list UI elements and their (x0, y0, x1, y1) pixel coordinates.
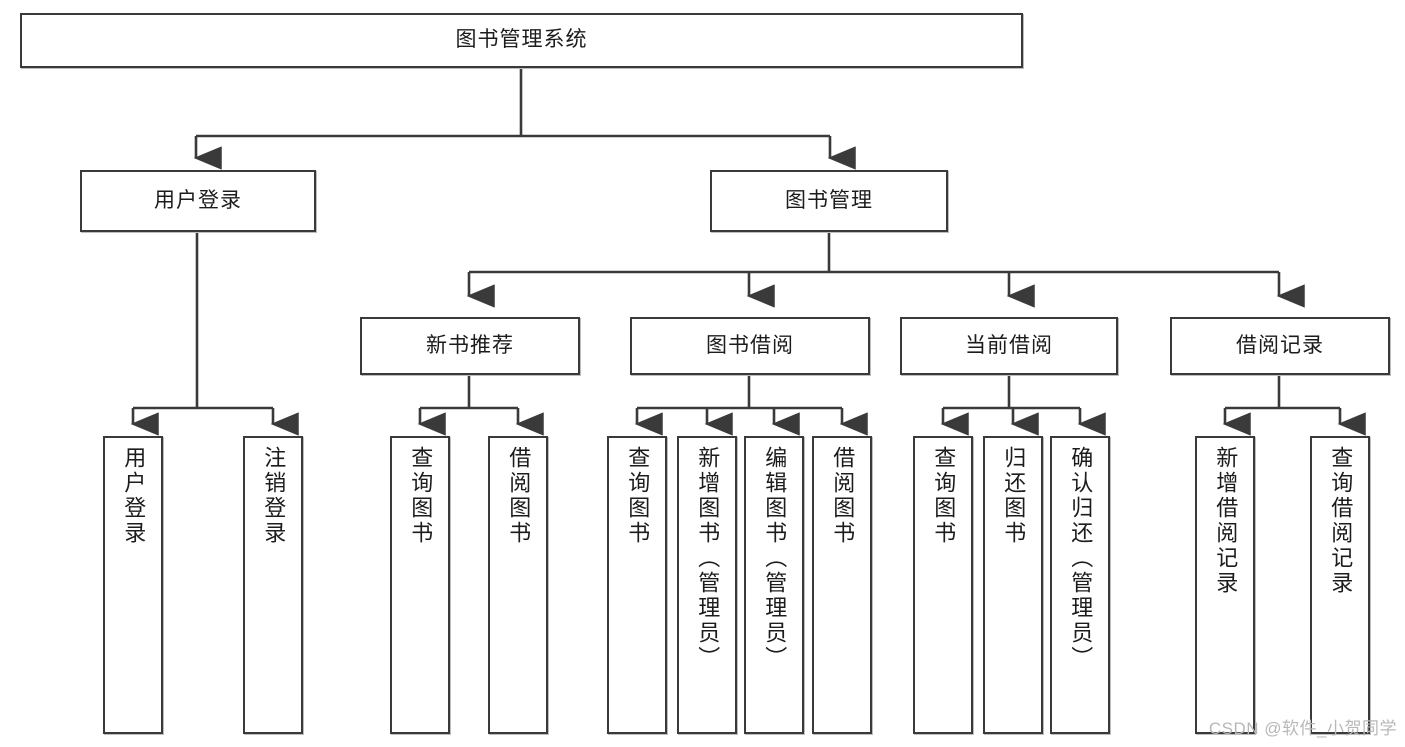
node-new-book-recommend[interactable]: 新书推荐 (360, 317, 580, 375)
node-leaf-query-books-current[interactable]: 查询图书 (913, 436, 973, 734)
node-leaf-add-book-admin-label: 新增图书（管理员） (695, 446, 721, 671)
node-leaf-edit-book-admin[interactable]: 编辑图书（管理员） (744, 436, 804, 734)
node-leaf-query-books-borrow-label: 查询图书 (625, 446, 651, 546)
node-leaf-add-borrow-record[interactable]: 新增借阅记录 (1195, 436, 1255, 734)
node-leaf-logout[interactable]: 注销登录 (243, 436, 303, 734)
node-leaf-borrow-books-new[interactable]: 借阅图书 (488, 436, 548, 734)
node-leaf-add-borrow-record-label: 新增借阅记录 (1213, 446, 1239, 596)
node-borrow-records[interactable]: 借阅记录 (1170, 317, 1390, 375)
node-root-label: 图书管理系统 (455, 28, 588, 52)
node-leaf-user-login[interactable]: 用户登录 (103, 436, 163, 734)
node-leaf-query-borrow-record[interactable]: 查询借阅记录 (1310, 436, 1370, 734)
node-leaf-add-book-admin[interactable]: 新增图书（管理员） (677, 436, 737, 734)
node-leaf-confirm-return-admin[interactable]: 确认归还（管理员） (1050, 436, 1110, 734)
node-leaf-query-books-new-label: 查询图书 (408, 446, 434, 546)
node-leaf-return-books-label: 归还图书 (1001, 446, 1027, 546)
node-leaf-borrow-books[interactable]: 借阅图书 (812, 436, 872, 734)
node-leaf-logout-label: 注销登录 (261, 446, 287, 546)
node-book-borrow-label: 图书借阅 (706, 333, 794, 357)
node-current-borrow-label: 当前借阅 (965, 333, 1053, 357)
node-new-book-recommend-label: 新书推荐 (426, 333, 514, 357)
node-leaf-confirm-return-admin-label: 确认归还（管理员） (1068, 446, 1094, 671)
node-leaf-query-borrow-record-label: 查询借阅记录 (1328, 446, 1354, 596)
node-book-borrow[interactable]: 图书借阅 (630, 317, 870, 375)
node-book-management[interactable]: 图书管理 (710, 170, 948, 232)
node-user-login-label: 用户登录 (154, 188, 242, 212)
node-book-management-label: 图书管理 (785, 188, 873, 212)
node-leaf-edit-book-admin-label: 编辑图书（管理员） (762, 446, 788, 671)
node-current-borrow[interactable]: 当前借阅 (900, 317, 1118, 375)
node-user-login[interactable]: 用户登录 (80, 170, 316, 232)
node-leaf-return-books[interactable]: 归还图书 (983, 436, 1043, 734)
node-leaf-query-books-current-label: 查询图书 (931, 446, 957, 546)
node-leaf-user-login-label: 用户登录 (121, 446, 147, 546)
node-leaf-query-books-borrow[interactable]: 查询图书 (607, 436, 667, 734)
node-borrow-records-label: 借阅记录 (1236, 333, 1324, 357)
node-leaf-borrow-books-label: 借阅图书 (830, 446, 856, 546)
csdn-watermark: CSDN @软件_小贺同学 (1208, 719, 1397, 738)
node-leaf-query-books-new[interactable]: 查询图书 (390, 436, 450, 734)
node-leaf-borrow-books-new-label: 借阅图书 (506, 446, 532, 546)
node-root[interactable]: 图书管理系统 (20, 13, 1023, 68)
